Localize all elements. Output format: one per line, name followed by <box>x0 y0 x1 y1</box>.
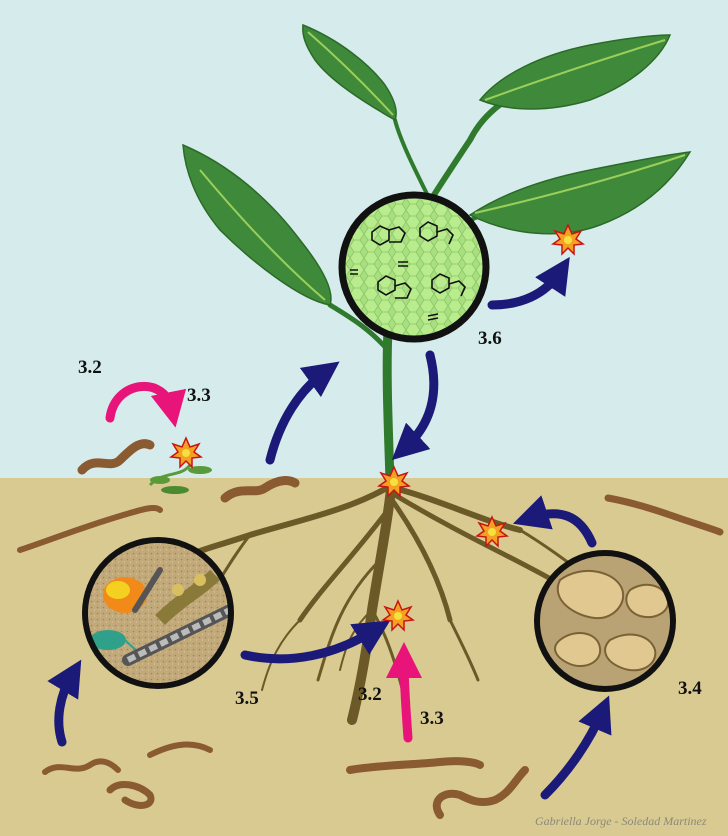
label-3-3-center: 3.3 <box>420 708 444 730</box>
plant-cell-lens <box>340 195 490 340</box>
label-3-5: 3.5 <box>235 688 259 710</box>
label-3-2-top: 3.2 <box>78 357 102 379</box>
author-credit: Gabriella Jorge - Soledad Martinez <box>535 814 707 829</box>
label-3-6: 3.6 <box>478 328 502 350</box>
label-3-2-center: 3.2 <box>358 684 382 706</box>
label-3-4: 3.4 <box>678 678 702 700</box>
arrow-pink-bottom <box>404 660 408 738</box>
label-3-3-top: 3.3 <box>187 385 211 407</box>
